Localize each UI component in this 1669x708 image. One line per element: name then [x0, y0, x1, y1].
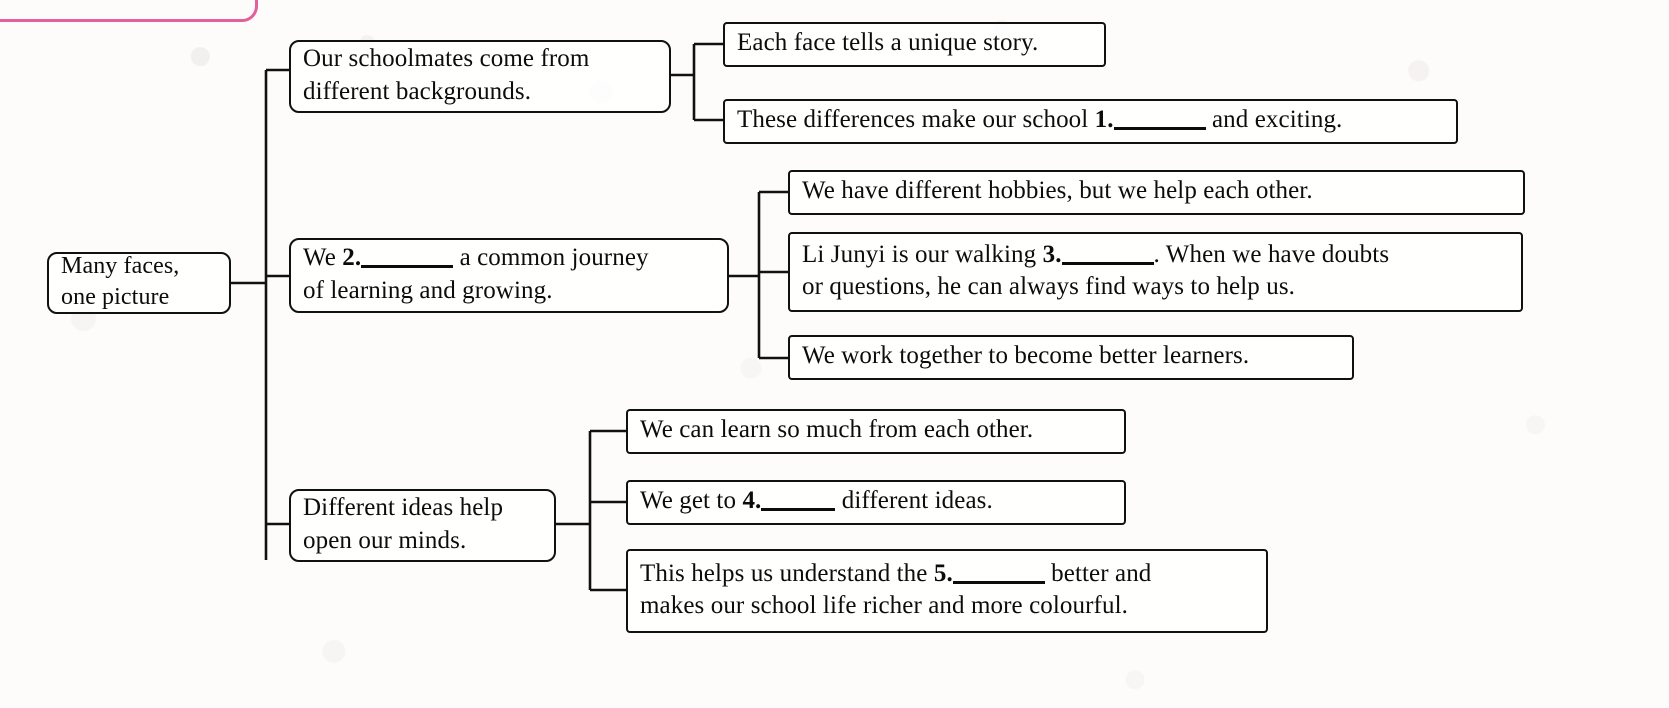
blank-number-4: 4. — [742, 487, 762, 515]
leaf-node-3-2[interactable]: We get to 4. different ideas. — [626, 480, 1126, 525]
leaf-node-2-3-label: We work together to become better learne… — [802, 342, 1250, 370]
leaf-node-3-1[interactable]: We can learn so much from each other. — [626, 409, 1126, 454]
leaf-node-1-1-label: Each face tells a unique story. — [737, 29, 1039, 57]
blank-number-2: 2. — [342, 244, 362, 271]
leaf-node-3-1-label: We can learn so much from each other. — [640, 416, 1034, 444]
root-node[interactable]: Many faces, one picture — [47, 252, 231, 314]
leaf-node-1-1[interactable]: Each face tells a unique story. — [723, 22, 1106, 67]
answer-blank-4[interactable] — [761, 508, 836, 512]
blank-number-5: 5. — [933, 559, 953, 587]
branch-node-3[interactable]: Different ideas help open our minds. — [289, 489, 556, 562]
answer-blank-1[interactable] — [1113, 127, 1206, 131]
leaf-node-2-2-label: Li Junyi is our walking 3.. When we have… — [802, 240, 1390, 301]
leaf-node-3-3[interactable]: This helps us understand the 5. better a… — [626, 549, 1268, 633]
branch-node-1-label: Our schoolmates come from different back… — [303, 45, 590, 105]
leaf-node-2-1-label: We have different hobbies, but we help e… — [802, 177, 1313, 205]
answer-blank-3[interactable] — [1061, 261, 1154, 265]
blank-number-1: 1. — [1094, 106, 1114, 134]
pink-highlight-mark — [0, 0, 258, 22]
branch-node-3-label: Different ideas help open our minds. — [303, 494, 504, 554]
leaf-node-2-3[interactable]: We work together to become better learne… — [788, 335, 1354, 380]
blank-number-3: 3. — [1042, 240, 1062, 268]
leaf-node-2-1[interactable]: We have different hobbies, but we help e… — [788, 170, 1525, 215]
leaf-node-1-2-label: These differences make our school 1. and… — [737, 106, 1343, 134]
branch-node-1[interactable]: Our schoolmates come from different back… — [289, 40, 671, 113]
leaf-node-1-2[interactable]: These differences make our school 1. and… — [723, 99, 1458, 144]
leaf-node-3-2-label: We get to 4. different ideas. — [640, 487, 993, 515]
leaf-node-2-2[interactable]: Li Junyi is our walking 3.. When we have… — [788, 232, 1523, 312]
root-node-label: Many faces, one picture — [61, 252, 180, 310]
answer-blank-2[interactable] — [361, 265, 454, 268]
answer-blank-5[interactable] — [952, 580, 1045, 584]
leaf-node-3-3-label: This helps us understand the 5. better a… — [640, 559, 1152, 620]
